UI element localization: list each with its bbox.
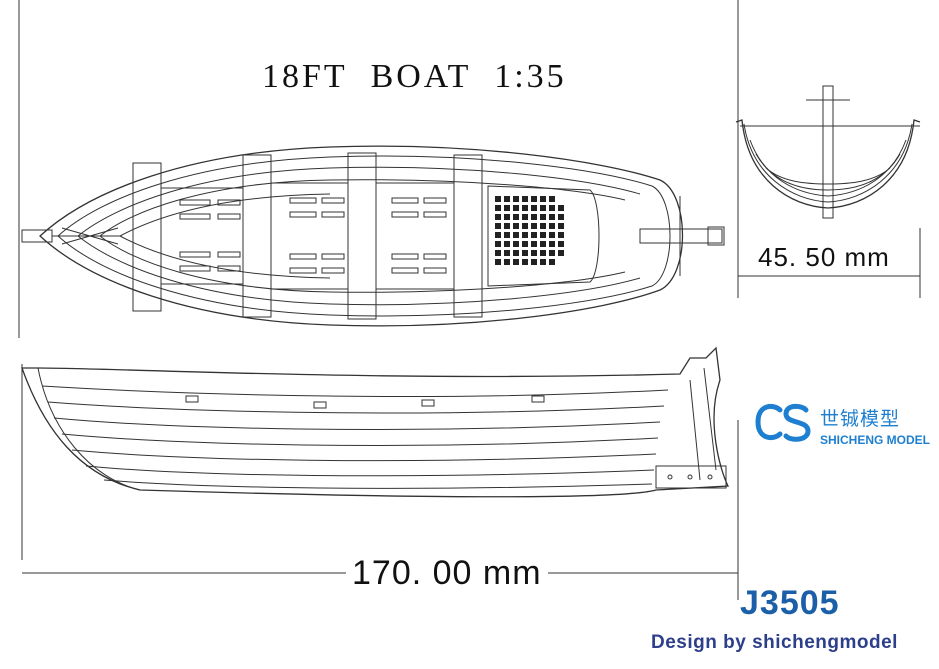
- grating-square: [504, 250, 510, 256]
- brand-name-en: SHICHENG MODEL: [820, 433, 931, 447]
- plank-1: [41, 385, 669, 398]
- hull-profile: [21, 346, 730, 498]
- stern-grating: [495, 196, 564, 265]
- plank-2: [47, 401, 665, 414]
- grating-square: [549, 223, 555, 229]
- grating-square: [540, 259, 546, 265]
- thwart-4: [453, 154, 483, 318]
- grating-square: [513, 250, 519, 256]
- plank-6: [85, 465, 655, 477]
- grating-square: [504, 196, 510, 202]
- section-view: [735, 85, 921, 298]
- grating-square: [558, 214, 564, 220]
- grating-square: [522, 214, 528, 220]
- grating-square: [558, 205, 564, 211]
- grating-square: [531, 214, 537, 220]
- plank-4: [61, 433, 659, 447]
- plank-7: [103, 479, 653, 489]
- length-dimension-label: 170. 00 mm: [346, 556, 548, 590]
- grating-square: [513, 241, 519, 247]
- floorboards: [179, 197, 447, 274]
- bow-stem: [21, 229, 53, 243]
- grating-square: [549, 196, 555, 202]
- stern-post: [639, 228, 723, 244]
- top-view: [21, 145, 725, 327]
- grating-square: [504, 232, 510, 238]
- grating-square: [531, 205, 537, 211]
- grating-square: [513, 232, 519, 238]
- grating-square: [531, 241, 537, 247]
- grating-square: [531, 250, 537, 256]
- grating-square: [549, 232, 555, 238]
- grating-square: [531, 223, 537, 229]
- grating-square: [549, 250, 555, 256]
- grating-square: [558, 250, 564, 256]
- grating-square: [522, 232, 528, 238]
- grating-square: [504, 241, 510, 247]
- grating-square: [504, 205, 510, 211]
- hull-inner-top: [57, 155, 671, 317]
- grating-square: [522, 205, 528, 211]
- grating-square: [540, 205, 546, 211]
- grating-square: [540, 223, 546, 229]
- shicheng-logo-icon: [755, 403, 811, 442]
- grating-square: [495, 196, 501, 202]
- product-code: J3505: [740, 584, 840, 622]
- stern-sheet: [487, 185, 600, 287]
- grating-square: [522, 241, 528, 247]
- grating-square: [513, 223, 519, 229]
- brand-name-cn: 世铖模型: [820, 408, 901, 430]
- grating-square: [513, 259, 519, 265]
- thwart-2: [242, 154, 272, 318]
- design-credit: Design by shichengmodel: [651, 632, 898, 653]
- grating-square: [540, 214, 546, 220]
- grating-square: [540, 196, 546, 202]
- grating-square: [549, 205, 555, 211]
- thwart-1: [132, 162, 162, 312]
- grating-square: [495, 250, 501, 256]
- grating-square: [495, 223, 501, 229]
- grating-square: [531, 232, 537, 238]
- grating-square: [504, 223, 510, 229]
- grating-square: [549, 241, 555, 247]
- drawing-title: 18FT BOAT 1:35: [262, 58, 567, 95]
- grating-square: [522, 223, 528, 229]
- grating-square: [531, 259, 537, 265]
- plank-5: [71, 449, 657, 462]
- grating-square: [558, 232, 564, 238]
- hull-section: [735, 119, 921, 209]
- grating-square: [558, 223, 564, 229]
- grating-square: [522, 250, 528, 256]
- grating-square: [549, 214, 555, 220]
- side-view: [21, 346, 739, 600]
- width-dimension-label: 45. 50 mm: [758, 242, 890, 272]
- grating-square: [540, 232, 546, 238]
- thwart-3: [347, 152, 377, 320]
- plank-3: [53, 417, 661, 431]
- grating-square: [495, 205, 501, 211]
- grating-square: [495, 259, 501, 265]
- grating-square: [513, 196, 519, 202]
- grating-square: [540, 241, 546, 247]
- grating-square: [513, 214, 519, 220]
- grating-square: [495, 241, 501, 247]
- hull-outline-top: [39, 145, 684, 327]
- grating-square: [522, 259, 528, 265]
- grating-square: [522, 196, 528, 202]
- grating-square: [540, 250, 546, 256]
- grating-square: [549, 259, 555, 265]
- grating-square: [513, 205, 519, 211]
- grating-square: [504, 259, 510, 265]
- grating-square: [531, 196, 537, 202]
- grating-square: [495, 232, 501, 238]
- grating-square: [504, 214, 510, 220]
- grating-square: [558, 241, 564, 247]
- grating-square: [495, 214, 501, 220]
- keel-post: [822, 85, 834, 219]
